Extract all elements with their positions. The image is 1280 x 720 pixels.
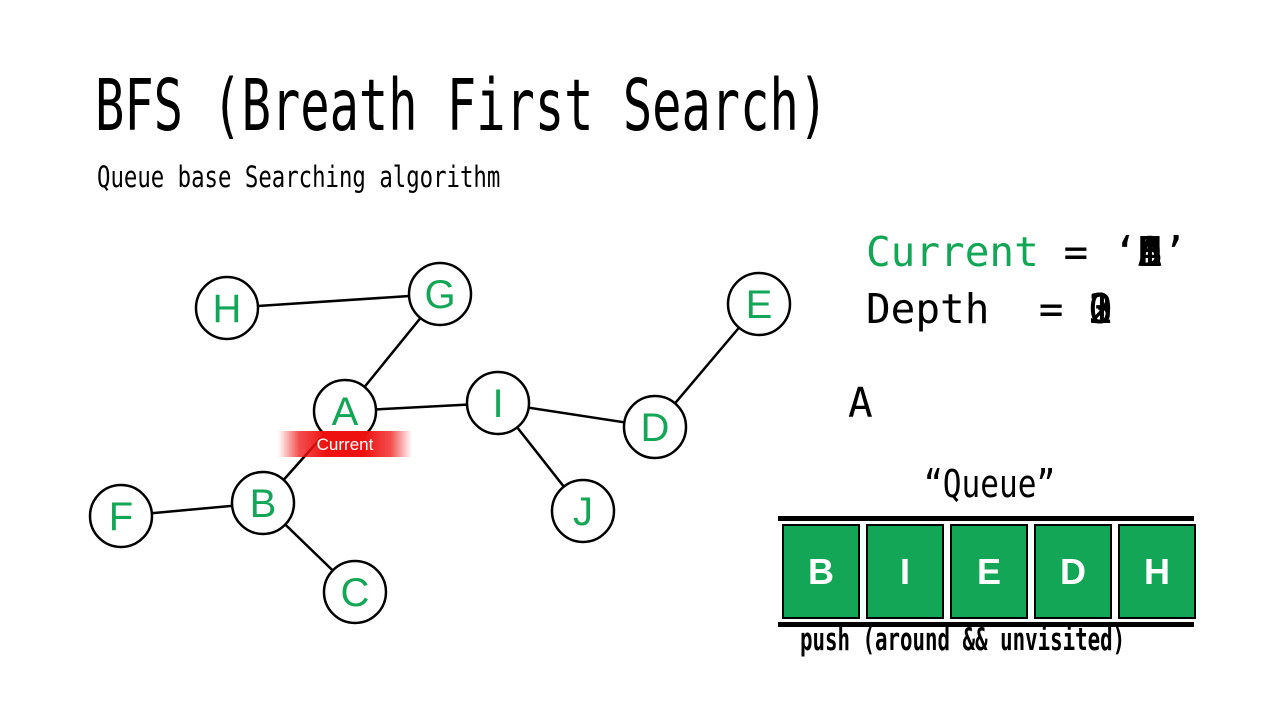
queue-row: B I E D H [782, 524, 1196, 619]
overlap-digit-1: 1 [1088, 285, 1113, 333]
overlap-letter-2: I [1137, 228, 1163, 276]
node-circle-I [465, 370, 531, 436]
queue-cell-2: E [950, 524, 1028, 619]
overlap-digit-3: 3 [1088, 285, 1113, 333]
graph-node-F: F [88, 483, 154, 549]
current-node-badge: Current [278, 431, 412, 457]
node-circle-J [550, 478, 616, 544]
overlap-letter-4: D [1137, 228, 1163, 276]
visited-letter: A [848, 379, 873, 427]
queue-cell-0: B [782, 524, 860, 619]
node-label-G: G [424, 273, 455, 317]
queue-caption: push (around && unvisited) [800, 625, 1280, 656]
equation-current-equals: = ‘ [1038, 228, 1138, 276]
equation-current-line: Current = ‘ABIEDH’ [866, 232, 1187, 273]
node-label-A: A [332, 390, 359, 434]
equation-depth-equals: = [989, 285, 1089, 333]
queue-cell-4: H [1118, 524, 1196, 619]
node-label-D: D [641, 406, 670, 450]
equation-depth-label: Depth [866, 285, 990, 333]
node-circle-H [194, 275, 260, 341]
queue-title: “Queue” [924, 465, 1084, 503]
graph-edge-H-G [226, 292, 441, 310]
page-title: BFS (Breath First Search) [95, 70, 1164, 141]
current-node-badge-label: Current [316, 434, 374, 454]
queue-top-bar [778, 516, 1194, 521]
overlap-digit-2: 2 [1088, 285, 1113, 333]
overlap-digit-0: 0 [1088, 285, 1113, 333]
equation-depth-line: Depth = 0123 [866, 289, 1113, 330]
graph-node-E: E [726, 271, 792, 337]
graph-node-A: A [312, 378, 378, 444]
queue-cell-letter: E [976, 550, 1001, 592]
overlap-letter-5: H [1137, 228, 1163, 276]
queue-caption-text: push (around && unvisited) [800, 622, 1126, 658]
slide-subtitle-text: Queue base Searching algorithm [97, 160, 501, 194]
node-label-F: F [109, 495, 133, 539]
queue-cell-letter: B [808, 550, 834, 592]
graph-node-H: H [194, 275, 260, 341]
node-label-J: J [573, 490, 593, 534]
page-title-text: BFS (Breath First Search) [95, 64, 829, 147]
queue-cell-1: I [866, 524, 944, 619]
queue-title-text: “Queue” [924, 462, 1056, 506]
node-circle-B [230, 470, 296, 536]
node-label-C: C [341, 571, 370, 615]
node-circle-C [322, 559, 388, 625]
graph-node-B: B [230, 470, 296, 536]
overlap-letter-1: B [1137, 228, 1163, 276]
node-circle-D [622, 394, 688, 460]
slide-subtitle: Queue base Searching algorithm [97, 163, 621, 192]
overlap-letter-0: A [1137, 228, 1163, 276]
queue-cell-letter: D [1060, 550, 1086, 592]
queue-cell-letter: H [1144, 550, 1170, 592]
node-label-H: H [213, 287, 242, 331]
equation-current-close-quote: ’ [1162, 228, 1187, 276]
node-label-B: B [250, 482, 277, 526]
graph-node-C: C [322, 559, 388, 625]
queue-cell-letter: I [899, 550, 910, 592]
graph-node-I: I [465, 370, 531, 436]
overlap-letter-3: E [1137, 228, 1163, 276]
queue-cell-3: D [1034, 524, 1112, 619]
graph-node-D: D [622, 394, 688, 460]
graph-node-J: J [550, 478, 616, 544]
node-circle-G [407, 261, 473, 327]
node-circle-E [726, 271, 792, 337]
graph-node-G: G [407, 261, 473, 327]
equation-current-label: Current [866, 228, 1039, 276]
node-circle-F [88, 483, 154, 549]
node-label-I: I [492, 382, 503, 426]
queue-bottom-bar [778, 622, 1194, 627]
node-label-E: E [746, 283, 773, 327]
